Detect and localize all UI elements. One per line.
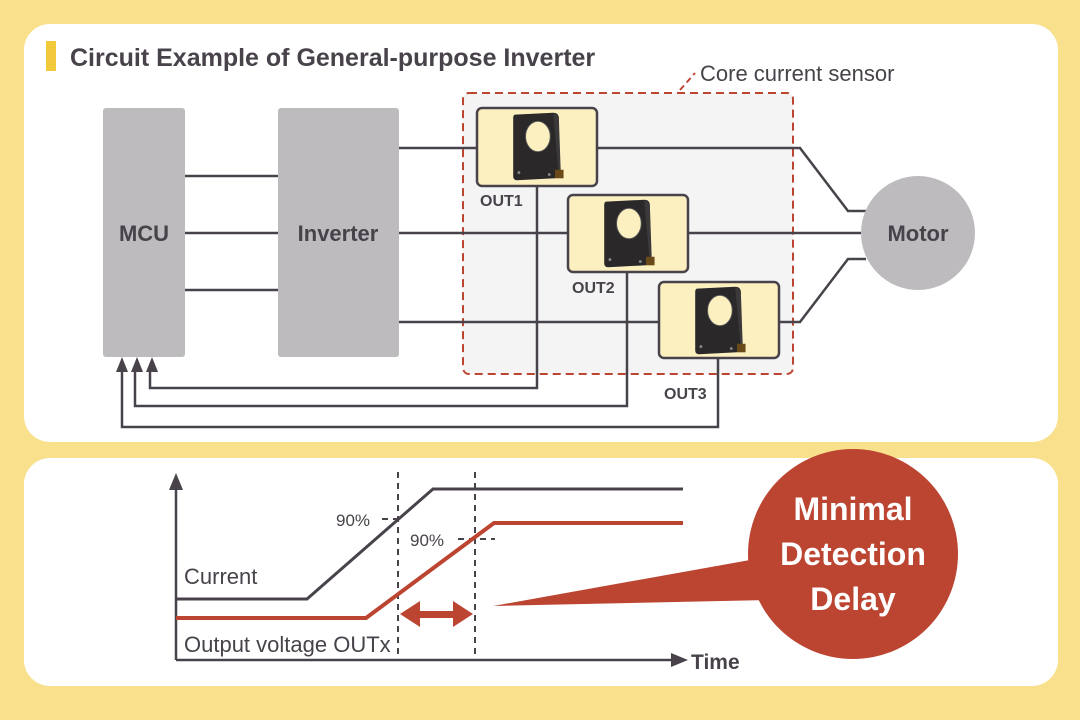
threshold-label-output: 90%	[410, 531, 444, 550]
callout: Minimal Detection Delay	[493, 449, 958, 659]
out2-label: OUT2	[572, 280, 615, 297]
sensor-1: OUT1	[475, 106, 599, 210]
sensor-2: OUT2	[566, 193, 690, 297]
sensor-group-leader	[679, 72, 696, 91]
out1-label: OUT1	[480, 193, 523, 210]
title-accent-bar	[46, 41, 56, 71]
callout-line-2: Detection	[780, 536, 926, 572]
threshold-label-current: 90%	[336, 511, 370, 530]
sensor-3: OUT3	[657, 280, 781, 403]
phase-wires	[399, 146, 866, 324]
current-sensor-icon	[512, 112, 565, 181]
mcu-inverter-wires	[185, 174, 278, 292]
y-axis-arrow-icon	[169, 473, 183, 490]
arrow-up-icon	[116, 357, 128, 372]
page-title: Circuit Example of General-purpose Inver…	[70, 44, 595, 72]
delay-double-arrow-icon	[400, 601, 473, 627]
mcu-label: MCU	[119, 221, 169, 246]
arrow-up-icon	[146, 357, 158, 372]
callout-line-3: Delay	[810, 581, 896, 617]
motor-block: Motor	[861, 176, 975, 290]
arrow-up-icon	[131, 357, 143, 372]
x-axis-arrow-icon	[671, 653, 688, 667]
sensor-group-label: Core current sensor	[700, 61, 894, 86]
current-sensor-icon	[603, 199, 656, 268]
time-axis-label: Time	[691, 651, 740, 674]
current-waveform	[176, 487, 683, 601]
callout-bubble	[748, 449, 958, 659]
timing-axes: Time	[169, 473, 740, 674]
feedback-wires	[120, 186, 720, 429]
output-voltage-waveform	[176, 521, 683, 620]
motor-label: Motor	[887, 221, 949, 246]
feedback-arrows	[116, 357, 158, 372]
current-label: Current	[184, 564, 257, 589]
output-voltage-label: Output voltage OUTx	[184, 632, 391, 657]
callout-pointer	[493, 560, 770, 606]
current-sensor-icon	[694, 286, 747, 355]
inverter-label: Inverter	[298, 221, 379, 246]
callout-line-1: Minimal	[793, 491, 912, 527]
mcu-block: MCU	[103, 108, 185, 357]
out3-label: OUT3	[664, 386, 707, 403]
inverter-block: Inverter	[278, 108, 399, 357]
